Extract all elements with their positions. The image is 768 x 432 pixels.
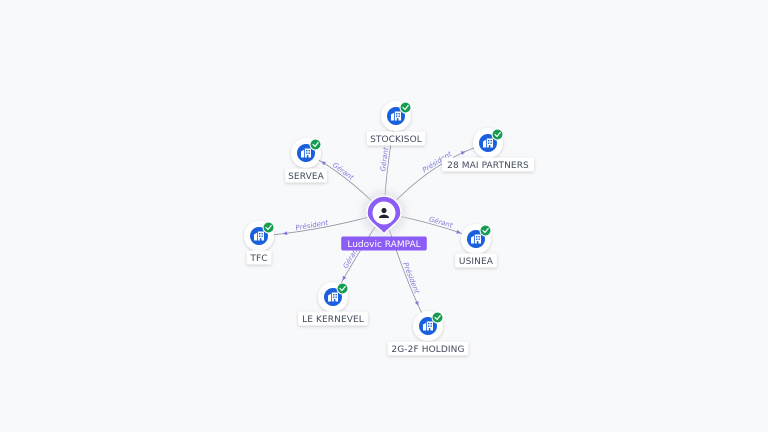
node-label-usinea: USINEA: [459, 257, 494, 267]
building-icon: [423, 321, 433, 331]
company-node-stockisol[interactable]: STOCKISOL: [366, 101, 426, 146]
node-label-tfc: TFC: [249, 254, 267, 264]
edge-arrow-servea: [321, 161, 326, 166]
check-icon: [479, 224, 492, 237]
check-icon: [336, 282, 349, 295]
company-node-tfc[interactable]: TFC: [244, 221, 275, 265]
center-person-node[interactable]: Ludovic RAMPAL: [341, 191, 427, 251]
edge-arrow-28-mai-partners: [460, 151, 466, 156]
check-icon: [491, 128, 504, 141]
edge-label-usinea: Gérant: [428, 215, 454, 230]
node-label-bg: [285, 168, 327, 183]
node-label-2g-2f-holding: 2G-2F HOLDING: [391, 345, 464, 355]
edge-arrow-tfc: [282, 231, 288, 236]
company-node-28-mai-partners[interactable]: 28 MAI PARTNERS: [442, 128, 534, 172]
building-icon: [328, 292, 338, 302]
edge-arrow-usinea: [456, 229, 462, 234]
company-node-usinea[interactable]: USINEA: [455, 224, 497, 268]
center-person-name: Ludovic RAMPAL: [347, 240, 420, 250]
edge-label-tfc: Président: [295, 219, 329, 233]
edge-label-stockisol: Gérant: [379, 147, 390, 172]
company-node-le-kernevel[interactable]: LE KERNEVEL: [298, 282, 368, 326]
center-label-bg: [341, 236, 427, 251]
company-node-servea[interactable]: SERVEA: [285, 138, 327, 183]
building-icon: [254, 231, 264, 241]
edge-arrow-2g-2f-holding: [414, 301, 419, 306]
check-icon: [399, 101, 412, 114]
node-label-le-kernevel: LE KERNEVEL: [302, 315, 364, 325]
edge-label-2g-2f-holding: Président: [401, 261, 421, 295]
building-icon: [301, 148, 311, 158]
check-icon: [262, 221, 275, 234]
edge-label-servea: Gérant: [331, 161, 355, 182]
node-label-bg: [298, 311, 368, 326]
company-nodes: STOCKISOL 28 MAI PARTNERS USINEA 2G-2F HOLD…: [244, 101, 534, 356]
node-label-servea: SERVEA: [288, 172, 325, 182]
node-label-bg: [442, 157, 534, 172]
building-icon: [471, 234, 481, 244]
company-node-2g-2f-holding[interactable]: 2G-2F HOLDING: [387, 311, 469, 356]
person-icon: [379, 207, 389, 218]
check-icon: [431, 311, 444, 324]
node-label-28-mai-partners: 28 MAI PARTNERS: [447, 161, 529, 171]
node-label-bg: [366, 131, 426, 146]
building-icon: [391, 111, 401, 121]
node-label-stockisol: STOCKISOL: [370, 135, 422, 145]
check-icon: [309, 138, 322, 151]
node-label-bg: [387, 341, 469, 356]
node-label-bg: [455, 253, 497, 268]
node-label-bg: [246, 250, 272, 265]
edge-arrow-le-kernevel: [342, 275, 347, 281]
building-icon: [483, 138, 493, 148]
